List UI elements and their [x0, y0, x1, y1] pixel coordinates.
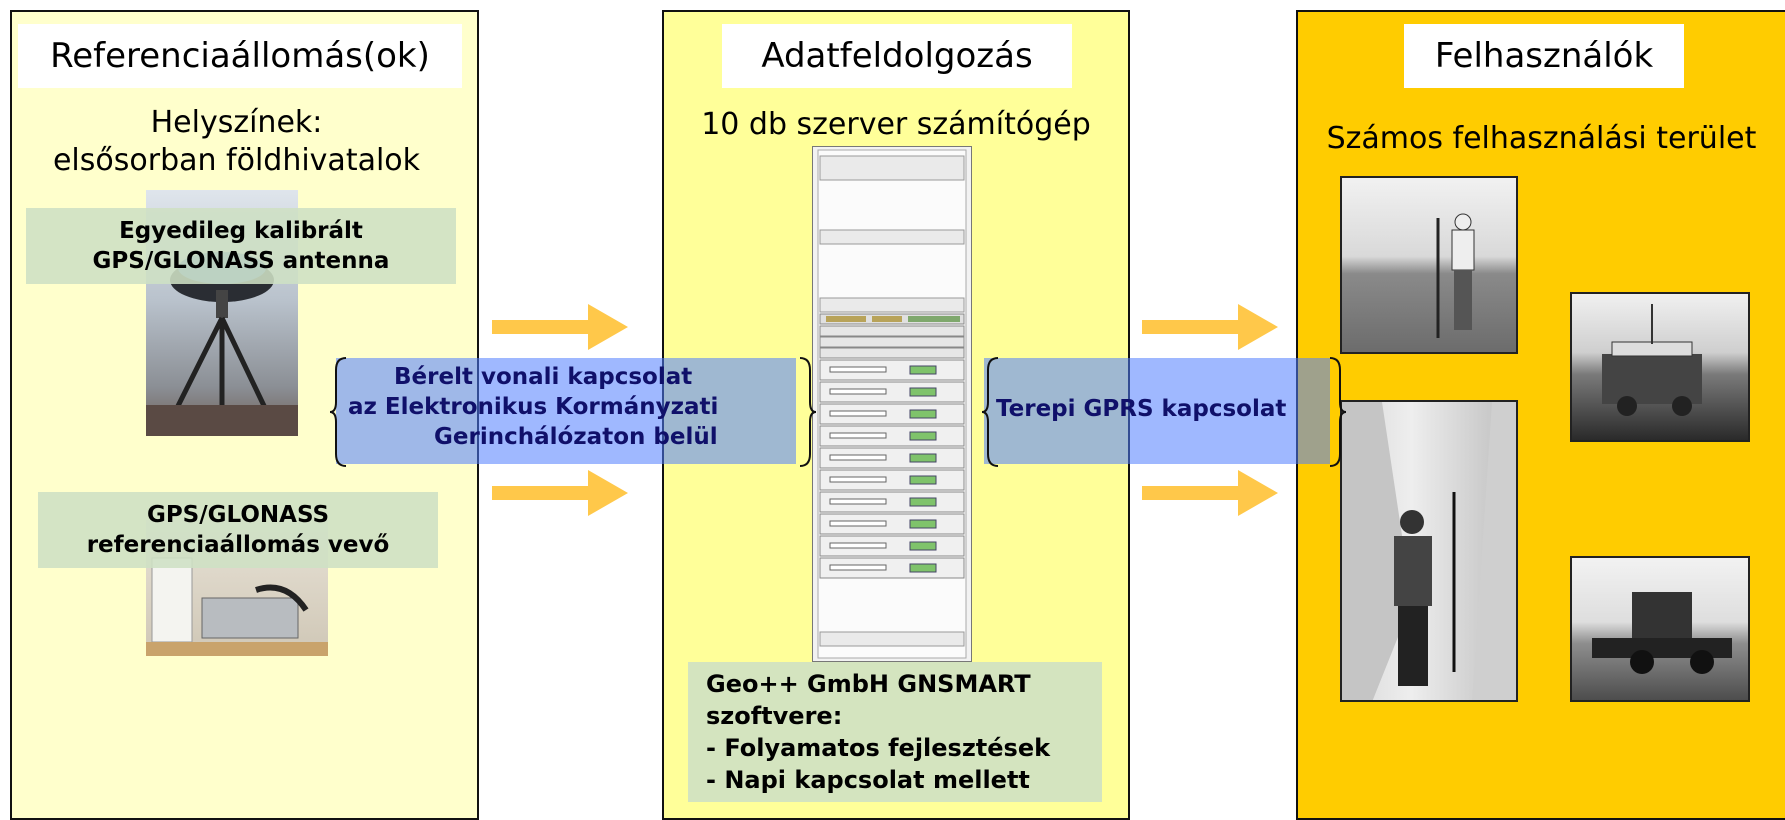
rack-server-unit [819, 469, 965, 491]
locations-value: elsősorban földhivatalok [52, 143, 421, 178]
software-box: Geo++ GmbH GNSMART szoftvere: - Folyamat… [688, 662, 1102, 802]
road-paving-photo [1570, 292, 1750, 442]
rack-status-panel [909, 387, 937, 397]
antenna-label-box: Egyedileg kalibrált GPS/GLONASS antenna [26, 208, 456, 284]
rack-server-unit [819, 513, 965, 535]
rack-switch-unit [819, 336, 965, 348]
receiver-label-line2: referenciaállomás vevő [86, 532, 390, 558]
antenna-label-line1: Egyedileg kalibrált [119, 218, 363, 244]
rack-drive-slot [829, 498, 887, 505]
gprs-band: Terepi GPRS kapcsolat [984, 358, 1330, 464]
rack-drive-slot [829, 410, 887, 417]
rack-switch-unit [819, 325, 965, 337]
software-line1: Geo++ GmbH GNSMART [706, 670, 1031, 698]
antenna-label-line2: GPS/GLONASS antenna [92, 248, 390, 274]
left-brace-gprs [982, 357, 999, 467]
arrow-reference-to-processing-top [492, 304, 628, 350]
users-panel: Felhasználók Számos felhasználási terüle… [1296, 10, 1785, 820]
rack-drive-slot [829, 454, 887, 461]
right-brace-gprs [1329, 357, 1346, 467]
surveyor-field-illustration [1436, 213, 1475, 338]
data-processing-title: Adatfeldolgozás [722, 24, 1072, 88]
users-title: Felhasználók [1404, 24, 1684, 88]
rack-server-unit [819, 557, 965, 579]
rack-drive-slot [829, 542, 887, 549]
left-brace-leased [330, 357, 347, 467]
leased-line-band: Bérelt vonali kapcsolat az Elektronikus … [336, 358, 796, 464]
arrow-processing-to-users-bottom [1142, 470, 1278, 516]
rack-drive-slot [829, 388, 887, 395]
rack-drive-slot [829, 366, 887, 373]
road-paving-illustration [1602, 304, 1702, 416]
software-line2: szoftvere: [706, 702, 843, 730]
rack-status-panel [909, 431, 937, 441]
gprs-text: Terepi GPRS kapcsolat [996, 396, 1287, 422]
harvester-illustration [1592, 592, 1732, 674]
right-brace-leased [799, 357, 816, 467]
rack-server-unit [819, 359, 965, 381]
server-rack-illustration [811, 145, 973, 663]
arrow-reference-to-processing-bottom [492, 470, 628, 516]
locations-text: Helyszínek: elsősorban földhivatalok [12, 104, 461, 180]
leased-line-text3: Gerinchálózaton belül [434, 424, 718, 450]
usage-areas-text: Számos felhasználási terület [1326, 121, 1757, 156]
rack-server-unit [819, 535, 965, 557]
reference-stations-title: Referenciaállomás(ok) [18, 24, 462, 88]
rack-server-unit [819, 425, 965, 447]
rack-server-unit [819, 381, 965, 403]
software-line4: - Napi kapcsolat mellett [706, 766, 1030, 794]
rack-server-unit [819, 403, 965, 425]
server-rack [811, 145, 973, 663]
construction-surveyor-photo [1340, 400, 1518, 702]
rack-status-panel [909, 563, 937, 573]
rack-drive-slot [829, 564, 887, 571]
receiver-label-line1: GPS/GLONASS [146, 502, 330, 528]
receiver-label-box: GPS/GLONASS referenciaállomás vevő [38, 492, 438, 568]
rack-status-panel [909, 475, 937, 485]
rack-drive-slot [829, 432, 887, 439]
rack-drive-slot [829, 476, 887, 483]
rack-status-panel [909, 453, 937, 463]
receiver-illustration [146, 557, 328, 656]
rack-switch-unit [819, 347, 965, 359]
software-line3: - Folyamatos fejlesztések [706, 734, 1051, 762]
leased-line-text2: az Elektronikus Kormányzati [348, 394, 719, 420]
leased-line-text1: Bérelt vonali kapcsolat [394, 364, 693, 390]
surveyor-field-photo [1340, 176, 1518, 354]
arrow-processing-to-users-top [1142, 304, 1278, 350]
rack-status-panel [909, 541, 937, 551]
construction-surveyor-illustration [1342, 402, 1516, 700]
rack-status-panel [909, 409, 937, 419]
rack-server-unit [819, 447, 965, 469]
servers-text: 10 db szerver számítógép [701, 107, 1091, 142]
rack-status-panel [909, 497, 937, 507]
locations-label: Helyszínek: [150, 105, 323, 140]
rack-status-panel [909, 365, 937, 375]
rack-server-unit [819, 491, 965, 513]
rack-status-panel [909, 519, 937, 529]
rack-drive-slot [829, 520, 887, 527]
harvester-photo [1570, 556, 1750, 702]
